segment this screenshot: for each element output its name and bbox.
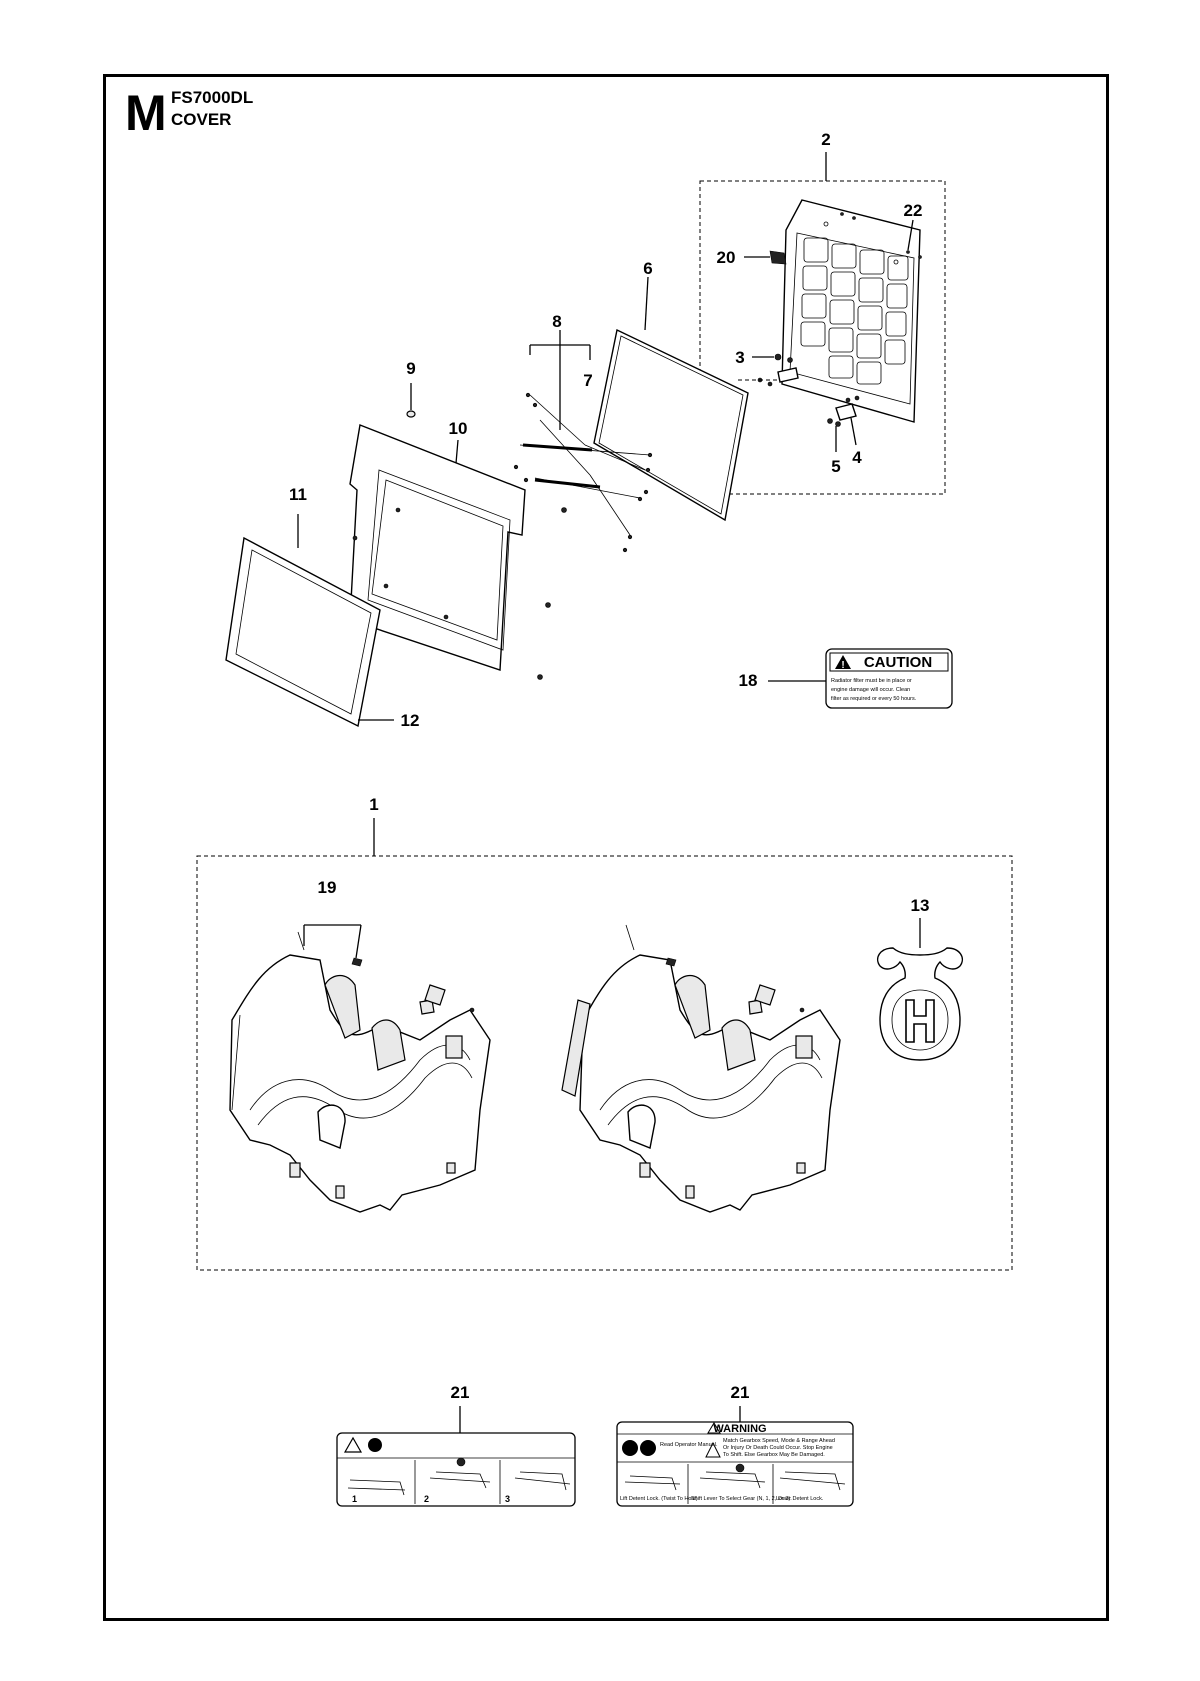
bracket-4 (835, 403, 857, 421)
caution-line-2: engine damage will occur. Clean (831, 687, 910, 693)
page-frame (103, 74, 1109, 1621)
callout-20: 20 (717, 248, 736, 267)
warning-step-1: Lift Detent Lock. (Twist To Hold) (620, 1496, 698, 1502)
warning-step-3: Lower Detent Lock. (776, 1496, 824, 1502)
parts-11-12-grille-frame (225, 514, 394, 728)
caution-heading: CAUTION (864, 654, 932, 671)
warning-step-2: Shift Lever To Select Gear (N, 1, 2, Or … (691, 1496, 792, 1502)
warning-text-3: To Shift. Else Gearbox May Be Damaged. (723, 1452, 825, 1458)
pictogram-step-1: 1 (352, 1494, 357, 1504)
caution-line-3: filter as required or every 50 hours. (831, 696, 917, 702)
left-cover-assembly (229, 924, 491, 1213)
caution-line-1: Radiator filter must be in place or (831, 678, 912, 684)
callout-11: 11 (289, 485, 307, 504)
part-18-caution-label: ! (768, 648, 953, 709)
frame-grid (800, 237, 909, 385)
warning-text-1: Match Gearbox Speed, Mode & Range Ahead (723, 1438, 835, 1444)
svg-text:!: ! (841, 660, 844, 671)
pictogram-step-2: 2 (424, 1494, 429, 1504)
callout-19: 19 (318, 878, 337, 897)
callout-10: 10 (449, 419, 468, 438)
warning-heading: WARNING (713, 1423, 766, 1435)
callout-3: 3 (735, 348, 744, 367)
parts-7-8-rods (513, 330, 653, 553)
warning-text-2: Or Injury Or Death Could Occur. Stop Eng… (723, 1445, 833, 1451)
callout-22: 22 (904, 201, 923, 220)
pictogram-label-text: 1 2 3 (352, 1494, 510, 1504)
part-6-filter-panel (593, 276, 780, 522)
callout-21-left: 21 (451, 1383, 470, 1402)
callout-4: 4 (852, 448, 862, 467)
part-2-filter-frame-group (699, 152, 946, 495)
callout-13: 13 (911, 896, 930, 915)
model-name: FS7000DL (171, 88, 254, 107)
part-1-cover-group (196, 818, 1013, 1271)
callout-2: 2 (821, 130, 830, 149)
parts-9-10-mounting-plate (349, 383, 551, 680)
callout-6: 6 (643, 259, 652, 278)
pictogram-step-3: 3 (505, 1494, 510, 1504)
callout-1: 1 (369, 795, 378, 814)
diagram-title: COVER (171, 110, 232, 129)
warning-read-manual: Read Operator Manual. (660, 1442, 718, 1448)
caution-label-text: CAUTION Radiator filter must be in place… (831, 654, 932, 702)
callout-5: 5 (831, 457, 840, 476)
callout-12: 12 (401, 711, 420, 730)
filter-frame-plate (781, 199, 921, 423)
callout-labels: 2 22 20 6 8 3 9 7 10 4 5 11 18 12 1 19 1… (289, 130, 929, 1402)
callout-21-right: 21 (731, 1383, 750, 1402)
part-21-pictogram-label (336, 1406, 576, 1507)
part-21-warning-label (616, 1406, 854, 1507)
callout-8: 8 (552, 312, 561, 331)
callout-9: 9 (406, 359, 415, 378)
part-13-logo-emblem (876, 918, 964, 1061)
callout-18: 18 (739, 671, 758, 690)
callout-7: 7 (583, 371, 592, 390)
right-cover-assembly (561, 924, 841, 1213)
warning-label-text: WARNING Read Operator Manual. Match Gear… (620, 1423, 835, 1502)
section-letter: M (125, 85, 167, 141)
